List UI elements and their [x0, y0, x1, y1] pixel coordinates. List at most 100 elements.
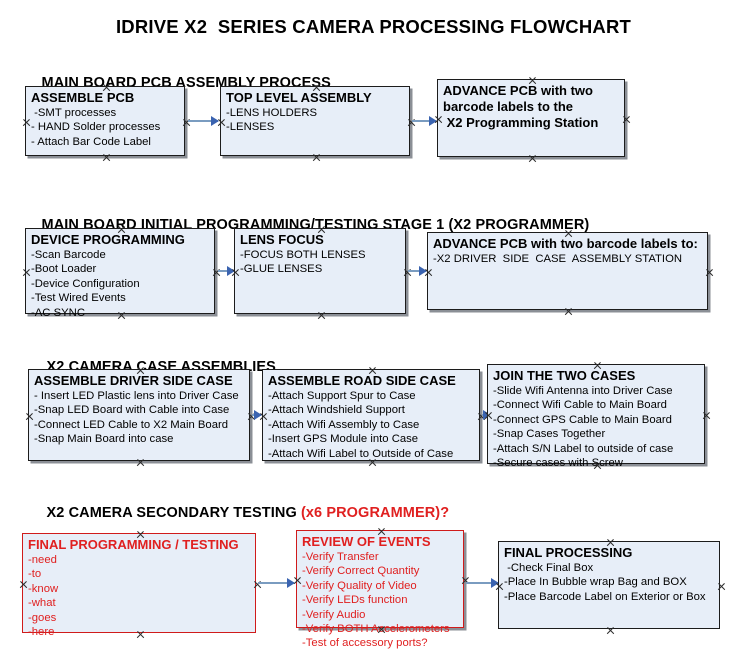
- node-item: -here: [28, 626, 55, 639]
- node-advance-pcb-driver-side-station[interactable]: ADVANCE PCB with two barcode labels to: …: [427, 232, 708, 310]
- node-item: -LENS HOLDERS: [226, 107, 318, 119]
- connection-handle-right[interactable]: [182, 118, 191, 127]
- node-title: ADVANCE PCB with two: [443, 83, 593, 98]
- arrow-device-programming-to-lens-focus: [218, 266, 235, 276]
- node-item: -Attach Windshield Support: [268, 404, 405, 417]
- node-advance-pcb-programming-station[interactable]: ADVANCE PCB with two barcode labels to t…: [437, 79, 625, 157]
- connection-handle-left[interactable]: [217, 118, 226, 127]
- node-item: -goes: [28, 611, 57, 624]
- arrow-top-level-to-advance-pcb: [412, 116, 437, 126]
- node-item: -Verify BOTH Accelerometers: [302, 623, 450, 636]
- connection-handle-left[interactable]: [19, 580, 28, 589]
- node-title: TOP LEVEL ASSEMBLY: [226, 90, 372, 105]
- node-top-level-assembly[interactable]: TOP LEVEL ASSEMBLY -LENS HOLDERS -LENSES: [220, 86, 410, 156]
- section-heading-4: X2 CAMERA SECONDARY TESTING (x6 PROGRAMM…: [30, 489, 450, 537]
- node-item: -SMT processes: [31, 107, 117, 119]
- node-item: -Attach Wifi Label to Outside of Case: [268, 447, 454, 460]
- node-title: ASSEMBLE DRIVER SIDE CASE: [34, 373, 233, 388]
- node-assemble-pcb[interactable]: ASSEMBLE PCB -SMT processes - HAND Solde…: [25, 86, 185, 156]
- connection-handle-left[interactable]: [25, 412, 34, 421]
- node-item: -Check Final Box: [504, 562, 594, 574]
- connection-handle-left[interactable]: [259, 412, 268, 421]
- node-title: FINAL PROGRAMMING / TESTING: [28, 537, 239, 552]
- node-item: -AC SYNC: [31, 306, 85, 319]
- node-title: ASSEMBLE PCB: [31, 90, 135, 105]
- connection-handle-left[interactable]: [293, 576, 302, 585]
- node-item: -Place In Bubble wrap Bag and BOX: [504, 576, 687, 589]
- connection-handle-bottom[interactable]: [528, 154, 537, 163]
- node-title: DEVICE PROGRAMMING: [31, 232, 185, 247]
- node-item: -Verify Audio: [302, 608, 366, 621]
- page-title: IDRIVE X2 SERIES CAMERA PROCESSING FLOWC…: [115, 16, 632, 37]
- section-heading-4-accent: (x6 PROGRAMMER)?: [300, 505, 450, 521]
- node-item: -Attach S/N Label to outside of case: [493, 442, 674, 455]
- node-item: -Boot Loader: [31, 263, 97, 276]
- connection-handle-right[interactable]: [705, 268, 714, 277]
- connection-handle-left[interactable]: [484, 411, 493, 420]
- node-item: - Insert LED Plastic lens into Driver Ca…: [34, 390, 239, 402]
- node-item: -Secure cases with Screw: [493, 457, 623, 470]
- node-final-programming-testing[interactable]: FINAL PROGRAMMING / TESTING -need -to -k…: [19, 533, 256, 638]
- node-review-of-events[interactable]: REVIEW OF EVENTS -Verify Transfer -Verif…: [293, 530, 464, 649]
- connection-handle-right[interactable]: [212, 268, 221, 277]
- node-item: -GLUE LENSES: [240, 263, 323, 276]
- arrow-lens-focus-to-advance-pcb: [408, 266, 427, 276]
- connection-handle-right[interactable]: [461, 576, 470, 585]
- section-heading-4-text: X2 CAMERA SECONDARY TESTING: [46, 505, 301, 521]
- node-item: -Connect Wifi Cable to Main Board: [493, 399, 667, 412]
- node-title-line3: X2 Programming Station: [443, 115, 599, 130]
- node-item: -know: [28, 582, 59, 595]
- node-title: ADVANCE PCB with two barcode labels to:: [433, 236, 698, 251]
- node-item: -Snap LED Board with Cable into Case: [34, 404, 230, 417]
- connection-handle-bottom[interactable]: [317, 311, 326, 320]
- connection-handle-bottom[interactable]: [312, 153, 321, 162]
- connection-handle-right[interactable]: [253, 580, 262, 589]
- node-item: -Scan Barcode: [31, 249, 106, 261]
- node-item: -Snap Cases Together: [493, 428, 606, 441]
- node-item: -Attach Support Spur to Case: [268, 390, 416, 402]
- arrow-final-programming-to-review: [258, 578, 295, 588]
- connection-handle-bottom[interactable]: [606, 626, 615, 635]
- node-item: -Verify Correct Quantity: [302, 565, 420, 578]
- node-item: -to: [28, 568, 42, 581]
- node-final-processing[interactable]: FINAL PROCESSING -Check Final Box -Place…: [498, 541, 720, 629]
- node-join-the-two-cases[interactable]: JOIN THE TWO CASES -Slide Wifi Antenna i…: [484, 364, 705, 469]
- node-lens-focus[interactable]: LENS FOCUS -FOCUS BOTH LENSES -GLUE LENS…: [234, 228, 406, 314]
- node-item: - Attach Bar Code Label: [31, 135, 151, 148]
- connection-handle-right[interactable]: [702, 411, 711, 420]
- node-item: -Device Configuration: [31, 277, 140, 290]
- connection-handle-left[interactable]: [22, 118, 31, 127]
- node-item: -Attach Wifi Assembly to Case: [268, 418, 420, 431]
- connection-handle-right[interactable]: [247, 412, 256, 421]
- connection-handle-left[interactable]: [22, 268, 31, 277]
- node-title: LENS FOCUS: [240, 232, 324, 247]
- connection-handle-left[interactable]: [495, 582, 504, 591]
- node-item-overflow: -Test of accessory ports?: [302, 637, 428, 650]
- node-assemble-road-side-case[interactable]: ASSEMBLE ROAD SIDE CASE -Attach Support …: [262, 369, 480, 461]
- connection-handle-right[interactable]: [407, 118, 416, 127]
- arrow-driver-case-to-road-case: [252, 410, 262, 420]
- arrow-assemble-pcb-to-top-level: [188, 116, 219, 126]
- node-device-programming[interactable]: DEVICE PROGRAMMING -Scan Barcode -Boot L…: [22, 228, 215, 319]
- connection-handle-bottom[interactable]: [136, 458, 145, 467]
- connection-handle-right[interactable]: [622, 115, 631, 124]
- connection-handle-bottom[interactable]: [564, 307, 573, 316]
- node-title: FINAL PROCESSING: [504, 545, 633, 560]
- node-item: -Connect GPS Cable to Main Board: [493, 413, 672, 426]
- connection-handle-left[interactable]: [434, 115, 443, 124]
- connection-handle-left[interactable]: [424, 268, 433, 277]
- node-item: -Insert GPS Module into Case: [268, 433, 419, 446]
- connection-handle-right[interactable]: [477, 412, 486, 421]
- node-assemble-driver-side-case[interactable]: ASSEMBLE DRIVER SIDE CASE - Insert LED P…: [28, 369, 250, 461]
- connection-handle-right[interactable]: [403, 268, 412, 277]
- node-title: ASSEMBLE ROAD SIDE CASE: [268, 373, 456, 388]
- node-item: - HAND Solder processes: [31, 121, 161, 134]
- connection-handle-left[interactable]: [231, 268, 240, 277]
- connection-handle-right[interactable]: [717, 582, 726, 591]
- node-item: -Slide Wifi Antenna into Driver Case: [493, 385, 673, 397]
- connection-handle-bottom[interactable]: [102, 153, 111, 162]
- node-item: -Verify LEDs function: [302, 594, 408, 607]
- node-item: -FOCUS BOTH LENSES: [240, 249, 366, 261]
- node-item: -what: [28, 597, 56, 610]
